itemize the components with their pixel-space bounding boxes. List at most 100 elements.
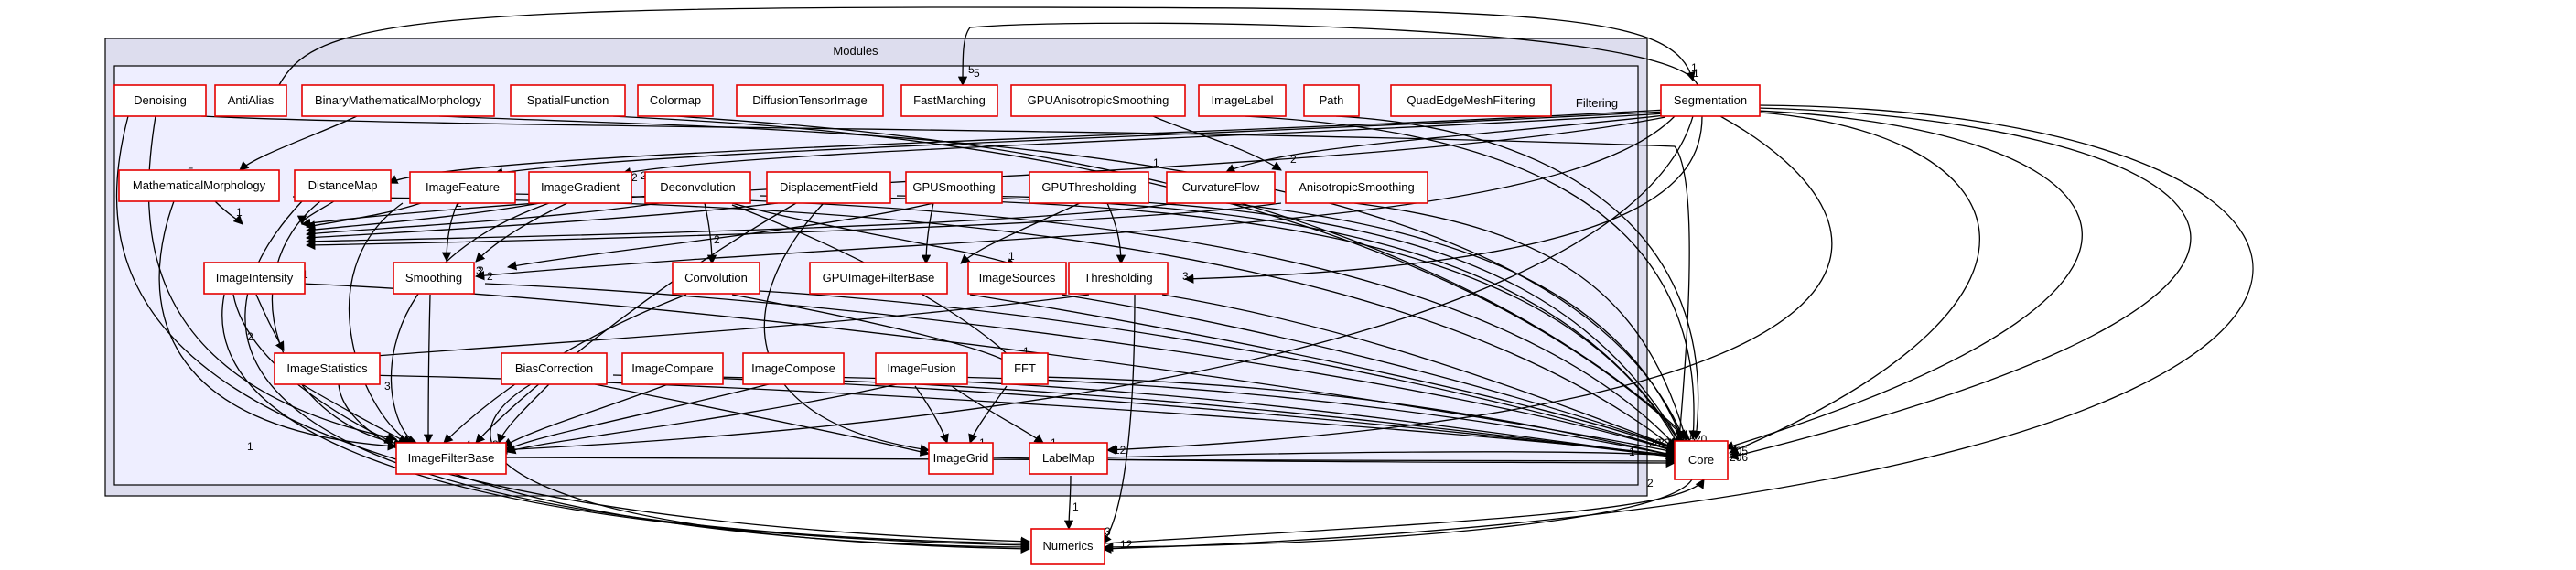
edge-dm-imageintensity: [296, 200, 335, 226]
node-denoising[interactable]: Denoising: [113, 84, 207, 117]
node-box[interactable]: [1285, 171, 1428, 204]
edge-denoising-numerics: [115, 115, 1031, 546]
node-box[interactable]: [1166, 171, 1276, 204]
edge-label: 105: [1730, 445, 1748, 457]
node-box[interactable]: [1303, 84, 1360, 117]
node-box[interactable]: [395, 442, 507, 475]
node-box[interactable]: [274, 352, 381, 385]
node-box[interactable]: [736, 84, 884, 117]
node-convolution[interactable]: Convolution: [672, 262, 760, 295]
node-box[interactable]: [118, 169, 280, 202]
node-imageintensity[interactable]: ImageIntensity: [203, 262, 306, 295]
edge-numerics-core: [1104, 479, 1705, 544]
node-imagefeature[interactable]: ImageFeature: [409, 171, 516, 204]
node-box[interactable]: [1390, 84, 1552, 117]
node-box[interactable]: [393, 262, 475, 295]
node-box[interactable]: [637, 84, 714, 117]
node-box[interactable]: [900, 84, 998, 117]
node-segmentation[interactable]: Segmentation: [1660, 84, 1761, 117]
node-mathematicalmorphology[interactable]: MathematicalMorphology: [118, 169, 280, 202]
edge-df-imageintensity: [305, 202, 779, 242]
node-box[interactable]: [1660, 84, 1761, 117]
node-gpusmoothing[interactable]: GPUSmoothing: [905, 171, 1003, 204]
node-labelmap[interactable]: LabelMap: [1029, 442, 1108, 475]
node-fastmarching[interactable]: FastMarching: [900, 84, 998, 117]
node-curvatureflow[interactable]: CurvatureFlow: [1166, 171, 1276, 204]
edge-label: 7: [1665, 436, 1672, 449]
node-diffusiontensorimage[interactable]: DiffusionTensorImage: [736, 84, 884, 117]
node-imagelabel[interactable]: ImageLabel: [1198, 84, 1287, 117]
node-box[interactable]: [809, 262, 948, 295]
node-imagecompare[interactable]: ImageCompare: [621, 352, 724, 385]
node-box[interactable]: [967, 262, 1067, 295]
node-box[interactable]: [1010, 84, 1186, 117]
node-imagestatistics[interactable]: ImageStatistics: [274, 352, 381, 385]
node-imagecompose[interactable]: ImageCompose: [742, 352, 845, 385]
node-numerics[interactable]: Numerics: [1030, 528, 1105, 565]
node-box[interactable]: [214, 84, 287, 117]
node-box[interactable]: [1198, 84, 1287, 117]
edge-ifu-imagegrid: [914, 385, 949, 444]
node-distancemap[interactable]: DistanceMap: [294, 169, 392, 202]
node-quadedgemeshfiltering[interactable]: QuadEdgeMeshFiltering: [1390, 84, 1552, 117]
edge-label: 20: [1649, 436, 1662, 449]
edge-label: 1: [1008, 250, 1015, 263]
node-box[interactable]: [766, 171, 891, 204]
edge-ig-smoothing: [475, 202, 568, 263]
node-path[interactable]: Path: [1303, 84, 1360, 117]
node-box[interactable]: [1030, 528, 1105, 565]
node-box[interactable]: [1029, 442, 1108, 475]
node-box[interactable]: [510, 84, 626, 117]
node-box[interactable]: [301, 84, 495, 117]
node-smoothing[interactable]: Smoothing: [393, 262, 475, 295]
node-box[interactable]: [528, 171, 632, 204]
node-imagegrid[interactable]: ImageGrid: [928, 442, 994, 475]
node-label: GPUAnisotropicSmoothing: [1028, 93, 1169, 107]
node-fft[interactable]: FFT: [1001, 352, 1049, 385]
node-box[interactable]: [644, 171, 751, 204]
node-gpuimagefilterbase[interactable]: GPUImageFilterBase: [809, 262, 948, 295]
edge-seg-curvatureflow: [1225, 114, 1666, 173]
node-imagefusion[interactable]: ImageFusion: [875, 352, 968, 385]
node-biascorrection[interactable]: BiasCorrection: [501, 352, 608, 385]
node-box[interactable]: [1029, 171, 1149, 204]
edge-label: 2: [1647, 477, 1654, 489]
node-gputhresholding[interactable]: GPUThresholding: [1029, 171, 1149, 204]
node-gpuanisotropicsmoothing[interactable]: GPUAnisotropicSmoothing: [1010, 84, 1186, 117]
node-box[interactable]: [672, 262, 760, 295]
node-core[interactable]: Core: [1674, 440, 1729, 480]
node-box[interactable]: [1068, 262, 1169, 295]
edge-if-imageintensity: [305, 202, 422, 231]
node-displacementfield[interactable]: DisplacementField: [766, 171, 891, 204]
node-thresholding[interactable]: Thresholding: [1068, 262, 1169, 295]
node-spatialfunction[interactable]: SpatialFunction: [510, 84, 626, 117]
node-antialias[interactable]: AntiAlias: [214, 84, 287, 117]
node-box[interactable]: [1674, 440, 1729, 480]
edge-seg-imagefeature: [492, 111, 1666, 177]
edge-label: 3: [1182, 270, 1189, 283]
node-box[interactable]: [1001, 352, 1049, 385]
edge-ist-imagefilterbase: [301, 383, 408, 444]
node-imagegradient[interactable]: ImageGradient: [528, 171, 632, 204]
node-label: FFT: [1014, 361, 1036, 375]
node-box[interactable]: [928, 442, 994, 475]
node-box[interactable]: [621, 352, 724, 385]
node-box[interactable]: [875, 352, 968, 385]
node-imagefilterbase[interactable]: ImageFilterBase: [395, 442, 507, 475]
node-box[interactable]: [409, 171, 516, 204]
edge-th-core: [1161, 294, 1687, 454]
node-box[interactable]: [905, 171, 1003, 204]
node-deconvolution[interactable]: Deconvolution: [644, 171, 751, 204]
node-label: Thresholding: [1083, 271, 1152, 285]
node-box[interactable]: [742, 352, 845, 385]
edge-gpusm-gpuimagefilterbase: [921, 202, 934, 265]
node-anisotropicsmoothing[interactable]: AnisotropicSmoothing: [1285, 171, 1428, 204]
node-imagesources[interactable]: ImageSources: [967, 262, 1067, 295]
node-colormap[interactable]: Colormap: [637, 84, 714, 117]
node-box[interactable]: [113, 84, 207, 117]
node-label: AntiAlias: [228, 93, 275, 107]
node-box[interactable]: [203, 262, 306, 295]
node-box[interactable]: [294, 169, 392, 202]
node-box[interactable]: [501, 352, 608, 385]
node-binarymathematicalmorphology[interactable]: BinaryMathematicalMorphology: [301, 84, 495, 117]
